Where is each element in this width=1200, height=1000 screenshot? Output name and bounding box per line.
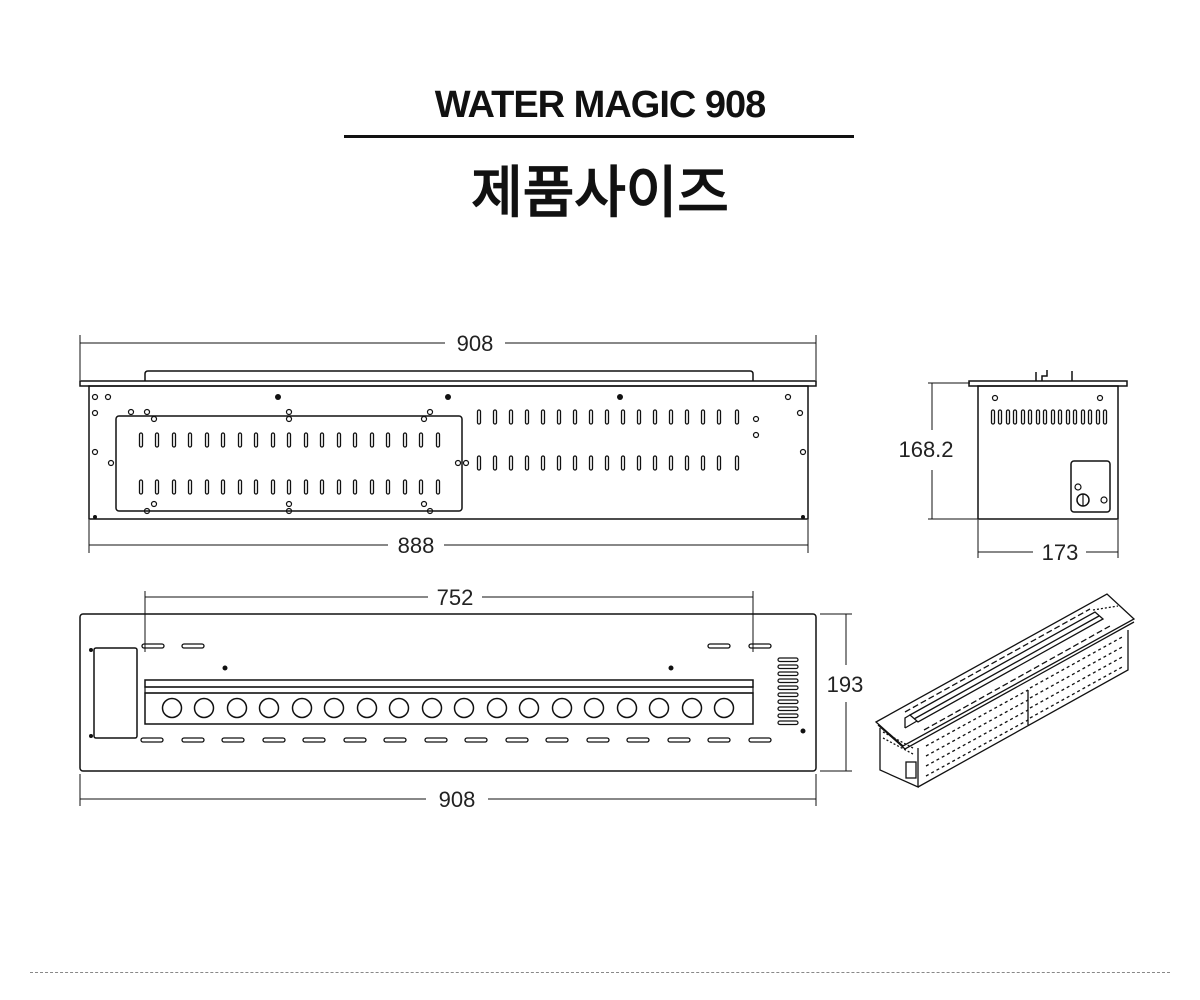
dim-front-width: 908 bbox=[457, 331, 494, 356]
top-view bbox=[79, 591, 852, 806]
dim-top-width: 908 bbox=[439, 787, 476, 812]
dim-top-inner-width: 752 bbox=[437, 585, 474, 610]
dim-side-depth: 173 bbox=[1042, 540, 1079, 565]
dim-top-depth: 193 bbox=[827, 672, 864, 697]
title-underline bbox=[344, 135, 854, 138]
page-title: 제품사이즈 bbox=[471, 161, 729, 226]
dim-side-height: 168.2 bbox=[898, 437, 953, 462]
side-view bbox=[928, 370, 1128, 558]
dim-front-inner-width: 888 bbox=[398, 533, 435, 558]
section-divider bbox=[30, 972, 1170, 973]
front-view bbox=[79, 335, 817, 553]
model-title: WATER MAGIC 908 bbox=[434, 84, 767, 126]
isometric-view bbox=[874, 593, 1136, 789]
